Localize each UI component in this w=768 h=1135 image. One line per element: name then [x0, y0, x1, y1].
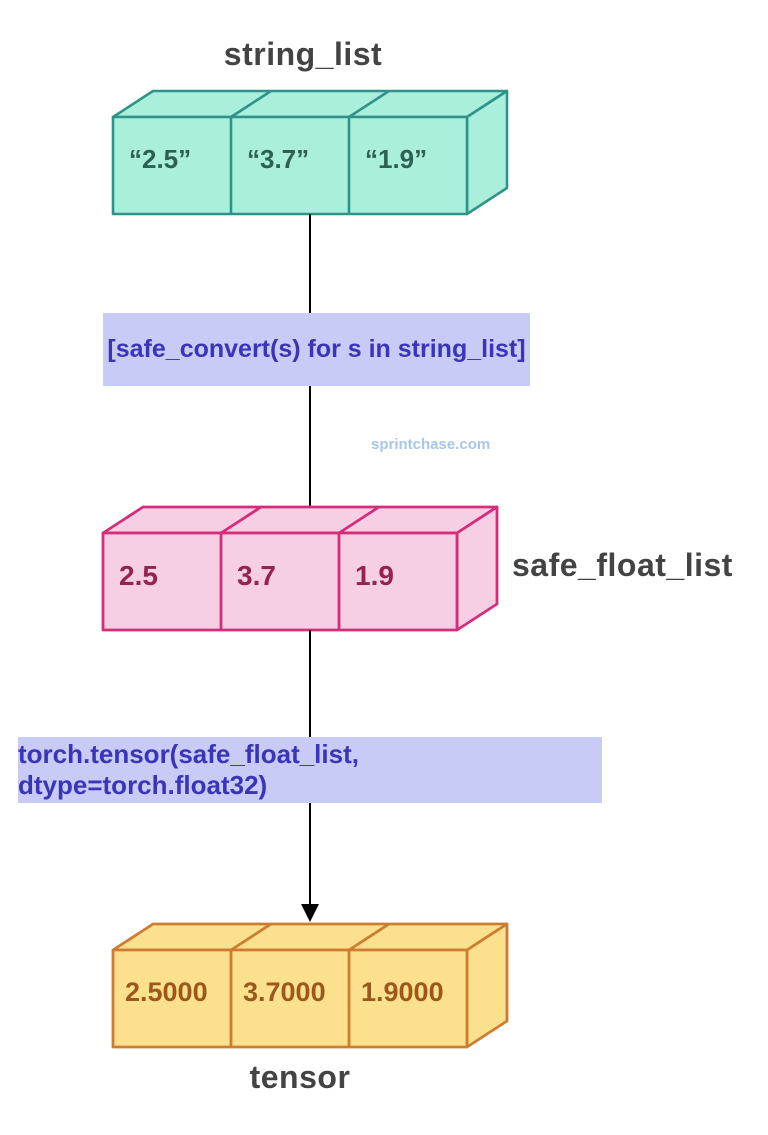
- string-list-title: string_list: [223, 36, 383, 72]
- tensor-box-front-face: [111, 948, 469, 1049]
- tensor-cell-0: 2.5000: [125, 977, 208, 1007]
- tensor-cell-1: 3.7000: [243, 977, 326, 1007]
- connector-line-4: [309, 803, 311, 906]
- connector-line-3: [309, 630, 311, 737]
- connector-line-1: [309, 214, 311, 313]
- cell-divider-top: [230, 922, 272, 952]
- connector-line-2: [309, 386, 311, 508]
- string-list-box: [111, 89, 509, 216]
- watermark-text: sprintchase.com: [371, 436, 491, 453]
- tensor-cell-2: 1.9000: [361, 977, 444, 1007]
- convert-operation-label: [safe_convert(s) for s in string_list]: [103, 313, 530, 386]
- cell-divider-top: [338, 505, 380, 535]
- cell-divider-top: [230, 89, 272, 119]
- tensor-box-top-face: [111, 922, 509, 952]
- cell-divider-top: [348, 922, 390, 952]
- string-list-cell-0: “2.5”: [129, 144, 192, 174]
- safe-float-list-cell-2: 1.9: [355, 559, 394, 591]
- string-list-box-top-face: [111, 89, 509, 119]
- cell-divider-top: [220, 505, 262, 535]
- tensor-operation-label: torch.tensor(safe_float_list, dtype=torc…: [18, 737, 602, 803]
- string-list-box-front-face: [111, 115, 469, 216]
- arrow-down-icon: [301, 904, 319, 922]
- safe-float-list-box: [101, 505, 499, 632]
- safe-float-list-cell-1: 3.7: [237, 559, 276, 591]
- tensor-title: tensor: [249, 1059, 351, 1095]
- string-list-cell-1: “3.7”: [247, 144, 310, 174]
- tensor-box: [111, 922, 509, 1049]
- safe-float-list-box-front-face: [101, 531, 459, 632]
- safe-float-list-title: safe_float_list: [512, 547, 733, 583]
- string-list-cell-2: “1.9”: [365, 144, 428, 174]
- cell-divider-top: [348, 89, 390, 119]
- safe-float-list-cell-0: 2.5: [119, 559, 158, 591]
- safe-float-list-box-top-face: [101, 505, 499, 535]
